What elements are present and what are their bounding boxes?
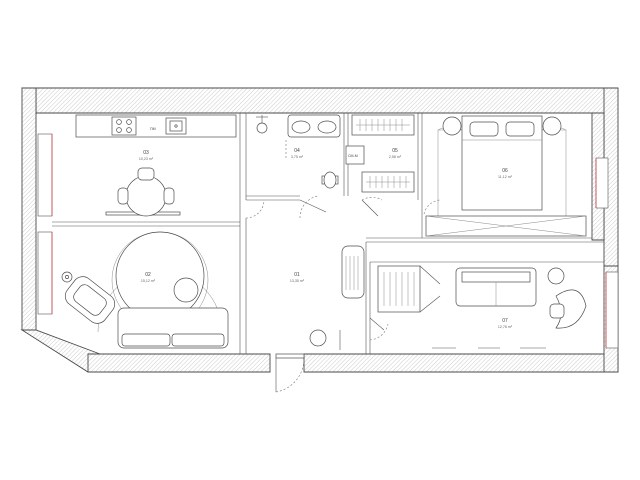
window-right-lower xyxy=(605,271,619,349)
room-area-01: 13,35 m² xyxy=(290,279,305,283)
room-number-07: 07 xyxy=(502,318,508,324)
bedroom: 06 11,12 m² xyxy=(425,115,587,237)
study-room: 07 12,76 m² xyxy=(377,265,587,349)
bath-door xyxy=(299,199,327,213)
chair-top xyxy=(137,167,155,181)
window-left-lower xyxy=(37,231,53,315)
pillow-right xyxy=(505,121,535,137)
round-rug-inner xyxy=(115,231,205,321)
living-room: 02 15,12 m² xyxy=(61,231,229,349)
room-area-04: 3,75 m² xyxy=(291,155,304,159)
laundry: СМ-М 05 2,58 m² xyxy=(345,114,415,193)
side-stool xyxy=(547,267,565,285)
room-area-05: 2,58 m² xyxy=(389,155,402,159)
room-area-02: 15,12 m² xyxy=(141,279,156,283)
study-door xyxy=(369,317,385,331)
washer-label: СМ-М xyxy=(348,154,358,158)
window-right-upper xyxy=(595,157,609,209)
nightstand-left xyxy=(442,116,462,136)
side-table xyxy=(173,277,199,303)
bathroom: 04 3,75 m² xyxy=(256,114,341,189)
dining-table xyxy=(125,175,167,217)
chair-right xyxy=(163,187,175,205)
doors xyxy=(245,195,441,393)
windows xyxy=(37,133,619,349)
hall: 01 13,35 m² xyxy=(290,245,365,347)
nightstand-right xyxy=(542,116,562,136)
hall-pouf xyxy=(309,329,327,347)
room-number-05: 05 xyxy=(392,148,398,154)
shower-fixture xyxy=(256,122,268,134)
room-area-07: 12,76 m² xyxy=(498,325,513,329)
hall-cabinet xyxy=(341,245,365,299)
kitchen-counter xyxy=(75,114,237,138)
room-area-06: 11,12 m² xyxy=(498,175,513,179)
toilet xyxy=(323,171,337,189)
washer xyxy=(345,145,365,165)
entry-door-frame xyxy=(275,353,305,359)
room-number-01: 01 xyxy=(294,272,300,278)
chair-left xyxy=(117,187,129,205)
room-number-02: 02 xyxy=(145,272,151,278)
study-closet xyxy=(377,265,421,313)
outer-walls xyxy=(20,87,619,373)
room-number-06: 06 xyxy=(502,168,508,174)
room-number-03: 03 xyxy=(143,150,149,156)
dishwasher-label: ПМ xyxy=(150,127,156,131)
wc-door xyxy=(361,199,379,217)
cooktop xyxy=(111,116,137,136)
desk-chair xyxy=(549,303,565,319)
window-left-upper xyxy=(37,133,53,217)
kitchen: ПМ 03 10,23 m² xyxy=(75,114,237,217)
room-area-03: 10,23 m² xyxy=(139,157,154,161)
pillow-left xyxy=(469,121,499,137)
interior-walls xyxy=(52,113,604,354)
room-number-04: 04 xyxy=(294,148,300,154)
